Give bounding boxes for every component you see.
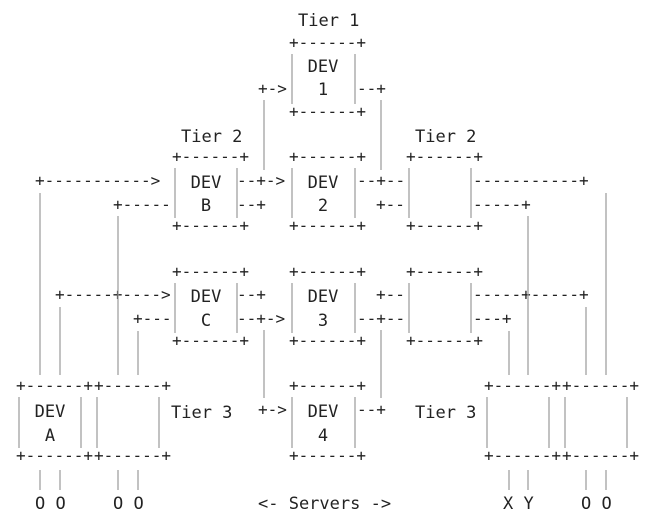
svg-text:+------+: +------+ xyxy=(172,216,249,235)
svg-text:+------+: +------+ xyxy=(16,376,93,395)
svg-text:+------+: +------+ xyxy=(289,147,366,166)
svg-text:+--: +-- xyxy=(376,285,405,304)
device-name: DEV xyxy=(308,287,339,307)
device-2: DEV 2 xyxy=(308,173,339,216)
svg-text:+------+: +------+ xyxy=(484,446,561,465)
server-ports-3: X Y xyxy=(503,494,534,514)
svg-text:+---: +--- xyxy=(133,309,172,328)
svg-text:--+: --+ xyxy=(357,400,386,419)
server-ports-2: O O xyxy=(113,494,144,514)
svg-text:--+: --+ xyxy=(357,79,386,98)
svg-text:-----+: -----+ xyxy=(473,195,531,214)
device-name: DEV xyxy=(191,287,222,307)
svg-text:+------+: +------+ xyxy=(16,446,93,465)
svg-text:+------+: +------+ xyxy=(406,331,483,350)
svg-text:+--: +-- xyxy=(376,195,405,214)
tier-3-left-label: Tier 3 xyxy=(171,403,232,423)
vertical-links xyxy=(18,54,628,490)
device-3: DEV 3 xyxy=(308,287,339,331)
device-c: DEV C xyxy=(191,287,222,331)
device-b: DEV B xyxy=(191,173,222,216)
svg-text:-----------+: -----------+ xyxy=(473,171,589,190)
device-1: DEV 1 xyxy=(308,57,339,100)
svg-text:+------+: +------+ xyxy=(289,262,366,281)
svg-text:+------+: +------+ xyxy=(172,262,249,281)
svg-text:--+->: --+-> xyxy=(237,171,285,190)
tier-1-label: Tier 1 xyxy=(298,11,359,31)
device-name: DEV xyxy=(308,402,339,422)
svg-text:+------+: +------+ xyxy=(289,331,366,350)
device-name: DEV xyxy=(191,173,222,193)
svg-text:---+: ---+ xyxy=(473,309,512,328)
svg-text:--+: --+ xyxy=(237,195,266,214)
svg-text:+------+: +------+ xyxy=(289,102,366,121)
svg-text:+->: +-> xyxy=(258,400,287,419)
svg-text:+-----+---->: +-----+----> xyxy=(55,285,171,304)
device-id: B xyxy=(201,196,211,216)
device-id: A xyxy=(45,426,55,446)
device-id: 2 xyxy=(318,196,328,216)
device-id: 3 xyxy=(318,311,328,331)
svg-text:--+->: --+-> xyxy=(237,309,285,328)
svg-text:--+: --+ xyxy=(237,285,266,304)
svg-text:+-----: +----- xyxy=(113,195,171,214)
server-ports-1: O O xyxy=(35,494,66,514)
device-name: DEV xyxy=(308,173,339,193)
svg-text:+------+: +------+ xyxy=(562,446,639,465)
device-id: 4 xyxy=(318,426,328,446)
svg-text:+------+: +------+ xyxy=(484,376,561,395)
svg-text:-----+-----+: -----+-----+ xyxy=(473,285,589,304)
svg-text:+------+: +------+ xyxy=(406,216,483,235)
tier-2-left-label: Tier 2 xyxy=(181,127,242,147)
servers-label: <- Servers -> xyxy=(258,494,391,514)
svg-text:+------+: +------+ xyxy=(172,331,249,350)
svg-text:--+--: --+-- xyxy=(357,309,405,328)
device-4: DEV 4 xyxy=(308,402,339,446)
server-ports-4: O O xyxy=(581,494,612,514)
svg-text:--+--: --+-- xyxy=(357,171,405,190)
svg-text:+------+: +------+ xyxy=(562,376,639,395)
svg-text:+------+: +------+ xyxy=(406,262,483,281)
svg-text:+------+: +------+ xyxy=(289,446,366,465)
ascii-connectors: +-> --+ +-----------> --+-> --+-- ------… xyxy=(35,79,589,419)
svg-text:+----------->: +-----------> xyxy=(35,171,160,190)
ascii-box-borders: +------+ +------+ +------+ +------+ +---… xyxy=(16,33,639,465)
svg-text:+------+: +------+ xyxy=(406,147,483,166)
svg-text:+->: +-> xyxy=(258,79,287,98)
tier-3-right-label: Tier 3 xyxy=(415,403,476,423)
device-a: DEV A xyxy=(35,402,66,446)
svg-text:+------+: +------+ xyxy=(94,376,171,395)
device-name: DEV xyxy=(308,57,339,77)
device-id: 1 xyxy=(318,80,328,100)
svg-text:+------+: +------+ xyxy=(172,147,249,166)
svg-text:+------+: +------+ xyxy=(94,446,171,465)
svg-text:+------+: +------+ xyxy=(289,33,366,52)
svg-text:+------+: +------+ xyxy=(289,216,366,235)
device-id: C xyxy=(201,311,211,331)
svg-text:+------+: +------+ xyxy=(289,376,366,395)
tier-2-right-label: Tier 2 xyxy=(415,127,476,147)
device-name: DEV xyxy=(35,402,66,422)
